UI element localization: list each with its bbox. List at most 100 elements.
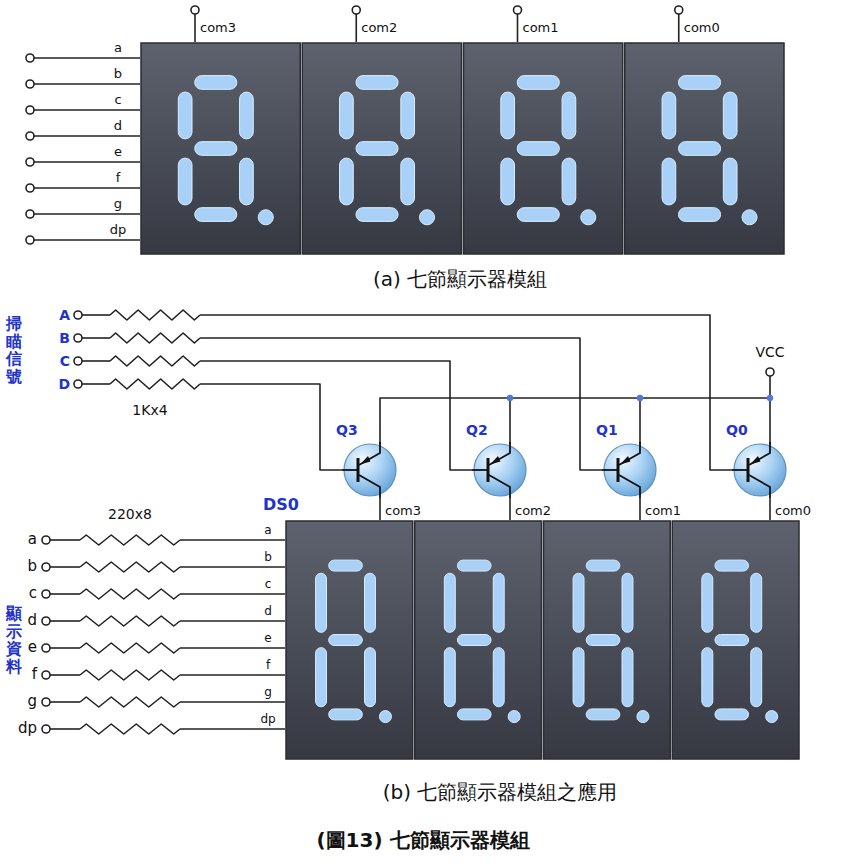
wire xyxy=(82,360,110,362)
base-lead xyxy=(602,469,618,471)
emitter-lead xyxy=(489,442,510,465)
segment xyxy=(457,560,491,571)
terminal-pin xyxy=(26,132,34,140)
signal-label: 1Kx4 xyxy=(132,402,167,418)
pin-label: com1 xyxy=(645,504,681,519)
terminal-pin xyxy=(766,368,774,376)
decimal-point xyxy=(258,210,273,225)
segment xyxy=(723,158,737,205)
figure-caption: (圖13) 七節顯示器模組 xyxy=(316,829,529,852)
signal-label: c xyxy=(114,93,121,108)
base-bar xyxy=(747,458,750,482)
terminal-pin xyxy=(42,698,50,706)
signal-label: a xyxy=(28,531,37,548)
terminal-pin xyxy=(42,563,50,571)
segment xyxy=(702,648,713,707)
vertical-label: 掃瞄信號 xyxy=(6,315,22,385)
terminal-pin xyxy=(74,380,82,388)
resistor-symbol xyxy=(110,333,200,343)
segment xyxy=(678,208,720,222)
terminal-pin xyxy=(191,6,199,14)
terminal-pin xyxy=(42,536,50,544)
module-label: DS0 xyxy=(263,495,299,514)
wire xyxy=(50,701,80,703)
wire xyxy=(200,384,342,470)
emitter-arrow xyxy=(490,456,501,465)
signal-label: f xyxy=(266,659,270,673)
transistor-label: Q3 xyxy=(336,422,358,438)
pin-label: com2 xyxy=(515,504,551,519)
wire xyxy=(200,361,472,470)
segment xyxy=(622,648,633,707)
segment xyxy=(702,573,713,632)
signal-label: g xyxy=(114,197,122,212)
segment xyxy=(586,560,620,571)
collector-lead xyxy=(619,475,640,498)
terminal-pin xyxy=(26,184,34,192)
segment xyxy=(493,648,504,707)
segment xyxy=(365,648,376,707)
segment xyxy=(195,208,237,222)
wire xyxy=(50,620,80,622)
signal-label: VCC xyxy=(755,344,784,360)
wire xyxy=(34,239,140,241)
wire xyxy=(50,647,80,649)
transistor-symbol xyxy=(602,442,658,498)
signal-label: (b) 七節顯示器模組之應用 xyxy=(383,781,618,804)
signal-label: A xyxy=(59,307,70,323)
segment xyxy=(457,709,491,720)
segment xyxy=(401,92,415,139)
signal-label: f xyxy=(32,666,37,683)
terminal-pin xyxy=(42,671,50,679)
segment xyxy=(240,158,254,205)
resistor-symbol xyxy=(80,724,180,734)
display-digit xyxy=(464,43,623,254)
segment xyxy=(178,92,192,139)
segment xyxy=(195,76,237,90)
wire xyxy=(82,383,110,385)
signal-label: d xyxy=(264,605,272,619)
segment xyxy=(240,92,254,139)
terminal-pin xyxy=(42,617,50,625)
display-digit xyxy=(302,43,461,254)
signal-label: (a) 七節顯示器模組 xyxy=(373,268,547,291)
wire xyxy=(50,674,80,676)
wire xyxy=(34,161,140,163)
decimal-point xyxy=(379,711,391,723)
wire xyxy=(180,566,285,568)
segment xyxy=(401,158,415,205)
segment xyxy=(178,158,192,205)
segment xyxy=(586,709,620,720)
base-lead xyxy=(342,469,358,471)
decimal-point xyxy=(581,210,596,225)
wire xyxy=(180,647,285,649)
emitter-arrow xyxy=(620,456,631,465)
terminal-pin xyxy=(42,644,50,652)
collector-lead xyxy=(359,475,380,498)
base-bar xyxy=(617,458,620,482)
wire xyxy=(34,213,140,215)
terminal-pin xyxy=(74,311,82,319)
wire xyxy=(180,593,285,595)
display-digit xyxy=(415,521,542,759)
segment xyxy=(365,573,376,632)
signal-label: e xyxy=(264,632,271,646)
wire xyxy=(34,83,140,85)
segment xyxy=(329,560,363,571)
segment xyxy=(444,573,455,632)
wire xyxy=(678,14,680,42)
wire xyxy=(380,376,770,444)
signal-label: a xyxy=(114,41,122,56)
terminal-pin xyxy=(26,80,34,88)
segment xyxy=(562,92,576,139)
wire xyxy=(639,398,641,444)
resistor-symbol xyxy=(110,379,200,389)
pnp-transistor: Q0 xyxy=(732,442,788,498)
emitter-arrow xyxy=(750,456,761,465)
segment xyxy=(501,158,515,205)
segment xyxy=(501,92,515,139)
vertical-label: 顯示資料 xyxy=(6,605,22,675)
terminal-pin xyxy=(26,236,34,244)
segment xyxy=(751,648,762,707)
